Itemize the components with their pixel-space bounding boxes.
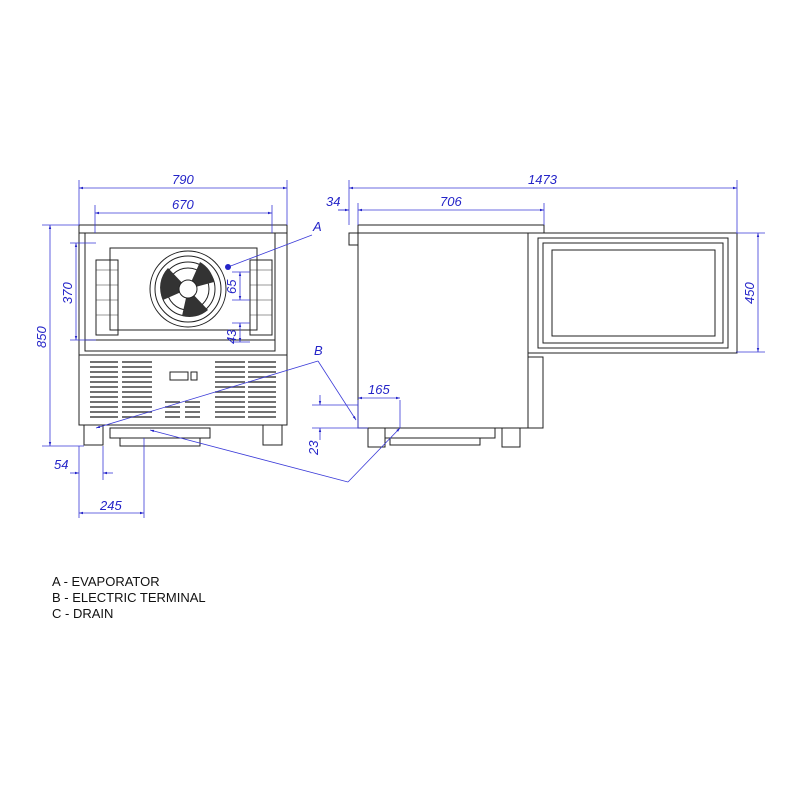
dim-34: 34 <box>326 194 340 209</box>
callout-a: A <box>312 219 322 234</box>
legend-item-drain: C - DRAIN <box>52 606 114 621</box>
dim-370: 370 <box>60 282 75 304</box>
dim-670: 670 <box>172 197 194 212</box>
front-view <box>78 224 288 447</box>
dim-850: 850 <box>34 326 49 348</box>
side-view <box>348 224 738 448</box>
dim-706: 706 <box>440 194 462 209</box>
dimensions: 790 670 850 370 65 43 54 245 1473 34 706… <box>34 172 765 518</box>
callout-b: B <box>314 343 323 358</box>
dim-165: 165 <box>368 382 390 397</box>
front-grille <box>90 361 276 418</box>
dim-65: 65 <box>224 279 239 294</box>
dim-23: 23 <box>306 440 321 456</box>
legend-item-electric-terminal: B - ELECTRIC TERMINAL <box>52 590 206 605</box>
dim-1473: 1473 <box>528 172 558 187</box>
fan-icon <box>149 250 227 328</box>
callouts: A B <box>95 219 401 483</box>
dim-790: 790 <box>172 172 194 187</box>
dim-43: 43 <box>224 329 239 344</box>
dim-54: 54 <box>54 457 68 472</box>
dim-245: 245 <box>99 498 122 513</box>
legend-item-evaporator: A - EVAPORATOR <box>52 574 160 589</box>
legend: A - EVAPORATOR B - ELECTRIC TERMINAL C -… <box>52 574 206 622</box>
dim-450: 450 <box>742 282 757 304</box>
